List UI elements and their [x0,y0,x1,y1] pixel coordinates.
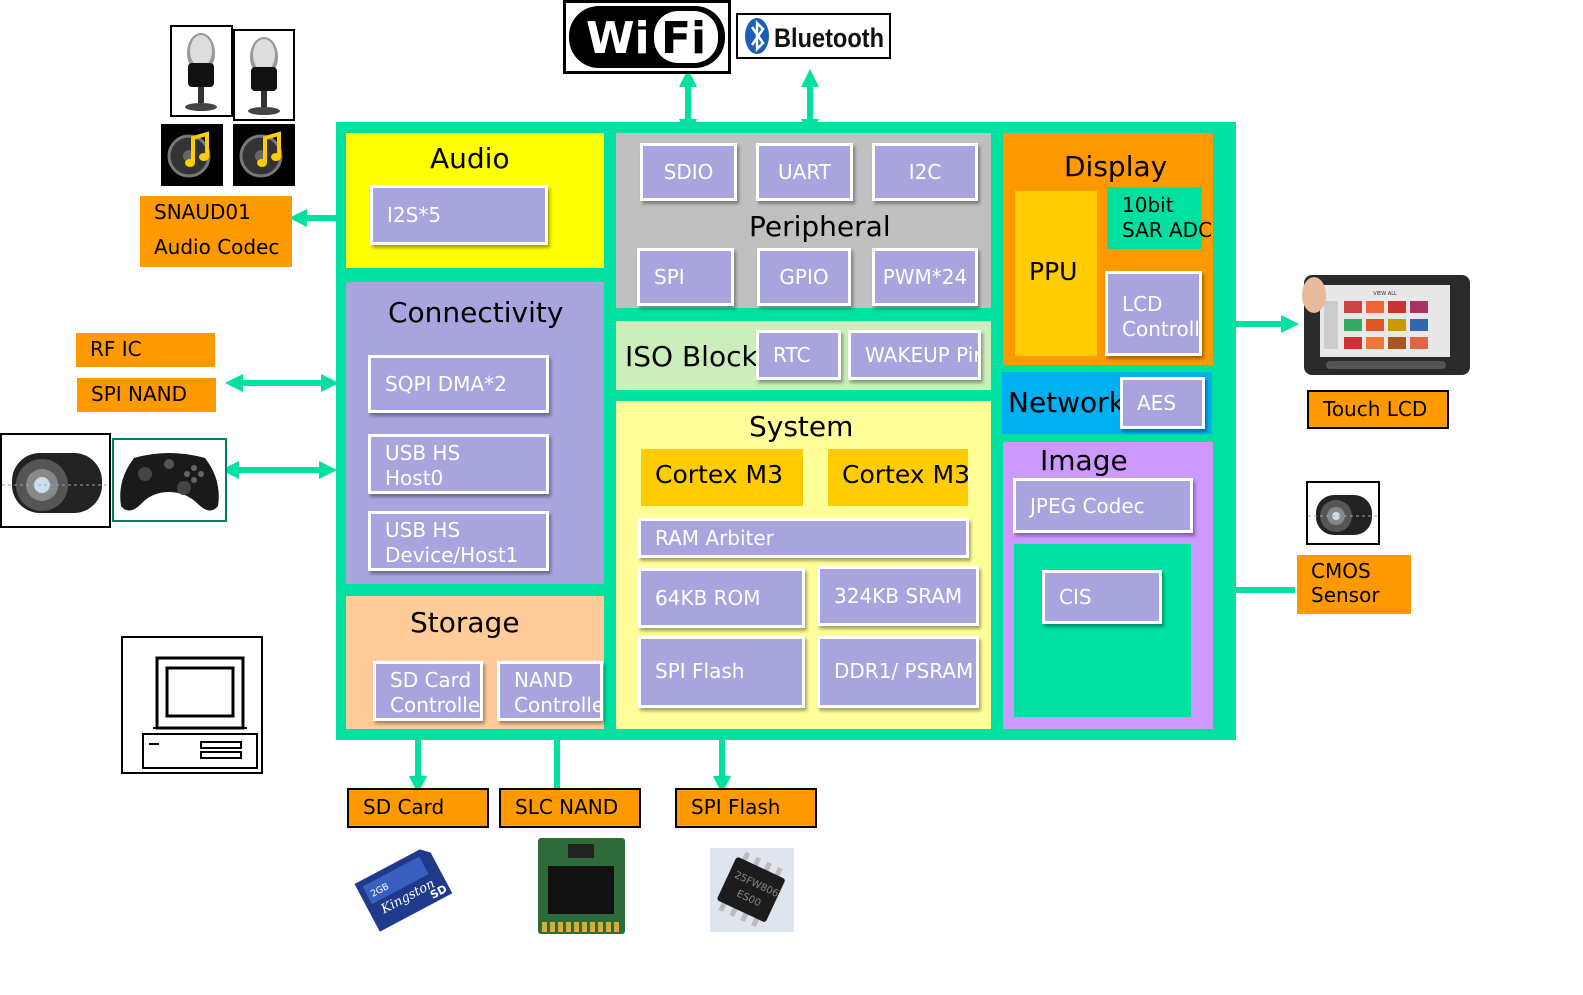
i2c-chip: I2C [872,143,978,201]
cmos-sensor-label: CMOS Sensor [1297,555,1411,614]
sd-card-label: SD Card [347,788,489,828]
slc-nand-label: SLC NAND [499,788,641,828]
usb-host-line2: Host0 [385,466,444,490]
sd-controller-chip: SD Card Controller [373,661,483,721]
i2s-chip: I2S*5 [370,185,548,245]
sd-controller-line2: Controller [390,693,483,717]
connectivity-title: Connectivity [388,296,564,329]
lcd-controller-line2: Controller [1122,317,1200,341]
cis-chip: CIS [1042,570,1162,624]
sar-adc-block: 10bit SAR ADC [1107,187,1213,249]
usb-host-line1: USB HS [385,441,461,465]
usb-device-line1: USB HS [385,518,461,542]
ppu-block: PPU [1015,191,1097,356]
cmos-sensor-line2: Sensor [1311,583,1380,607]
nand-controller-chip: NAND Controller [497,661,603,721]
rf-ic-label: RF IC [76,333,215,367]
wifi-logo-text: Wi [586,13,650,64]
cmos-camera-icon [1306,481,1380,545]
microphone-icon [233,29,295,121]
sar-adc-line2: SAR ADC [1122,218,1213,242]
sram-chip: 324KB SRAM [817,566,979,626]
computer-icon [121,636,263,774]
ddr-chip: DDR1/ PSRAM [817,636,979,708]
spi-flash-label: SPI Flash [675,788,817,828]
usb-device-line2: Device/Host1 [385,543,519,567]
nand-controller-line1: NAND [514,668,574,692]
wakeup-chip: WAKEUP Pin [848,330,981,380]
rom-chip: 64KB ROM [638,568,805,628]
sar-adc-line1: 10bit [1122,193,1174,217]
nand-controller-line2: Controller [514,693,603,717]
lcd-controller-chip: LCD Controller [1105,271,1202,356]
usb-device-chip: USB HS Device/Host1 [368,511,549,571]
audio-title: Audio [430,142,510,175]
spi-flash-chip: SPI Flash [638,636,805,708]
spi-flash-chip-image: 25FW806 ES00 [710,848,794,932]
touch-lcd-label: Touch LCD [1307,390,1449,429]
audio-codec-line2: Audio Codec [154,235,280,259]
ram-arbiter-chip: RAM Arbiter [638,518,969,558]
slc-nand-board-image [536,836,627,936]
bluetooth-logo-text: Bluetooth [774,23,884,53]
system-title: System [749,410,854,443]
iso-title: ISO Block [625,340,758,373]
network-title: Network [1008,386,1125,419]
jpeg-codec-chip: JPEG Codec [1013,478,1193,533]
sdio-chip: SDIO [640,143,737,201]
spi-nand-label: SPI NAND [77,378,216,412]
pwm-chip: PWM*24 [872,248,978,306]
sd-controller-line1: SD Card [390,668,472,692]
gpio-chip: GPIO [757,248,851,306]
bluetooth-logo: Bluetooth [736,13,891,59]
audio-codec-line1: SNAUD01 [154,200,251,224]
game-controller-icon [112,438,227,522]
storage-title: Storage [410,606,520,639]
tablet-header-text: VIEW ALL [1373,291,1397,297]
spi-chip: SPI [637,248,734,306]
music-note-icon [233,124,295,186]
image-title: Image [1040,444,1128,477]
rtc-chip: RTC [756,330,841,380]
display-title: Display [1064,150,1168,183]
uart-chip: UART [756,143,853,201]
lcd-controller-line1: LCD [1122,292,1163,316]
sqpi-chip: SQPI DMA*2 [368,355,549,413]
cortex-m3-a: Cortex M3 [641,449,803,506]
audio-codec-label: SNAUD01 Audio Codec [140,196,292,267]
usb-host-chip: USB HS Host0 [368,434,549,494]
music-note-icon [161,124,223,186]
microphone-icon [170,25,233,117]
cortex-m3-b: Cortex M3 [828,449,970,506]
sd-card-image: Kingston 2GB SD [343,836,461,936]
svg-text:Fi: Fi [661,13,706,64]
cmos-sensor-line1: CMOS [1311,559,1371,583]
aes-chip: AES [1120,377,1205,429]
wifi-logo: Wi Fi [563,0,731,74]
touch-lcd-tablet-image: VIEW ALL [1300,273,1472,377]
peripheral-title: Peripheral [749,210,891,243]
webcam-icon [0,433,111,528]
